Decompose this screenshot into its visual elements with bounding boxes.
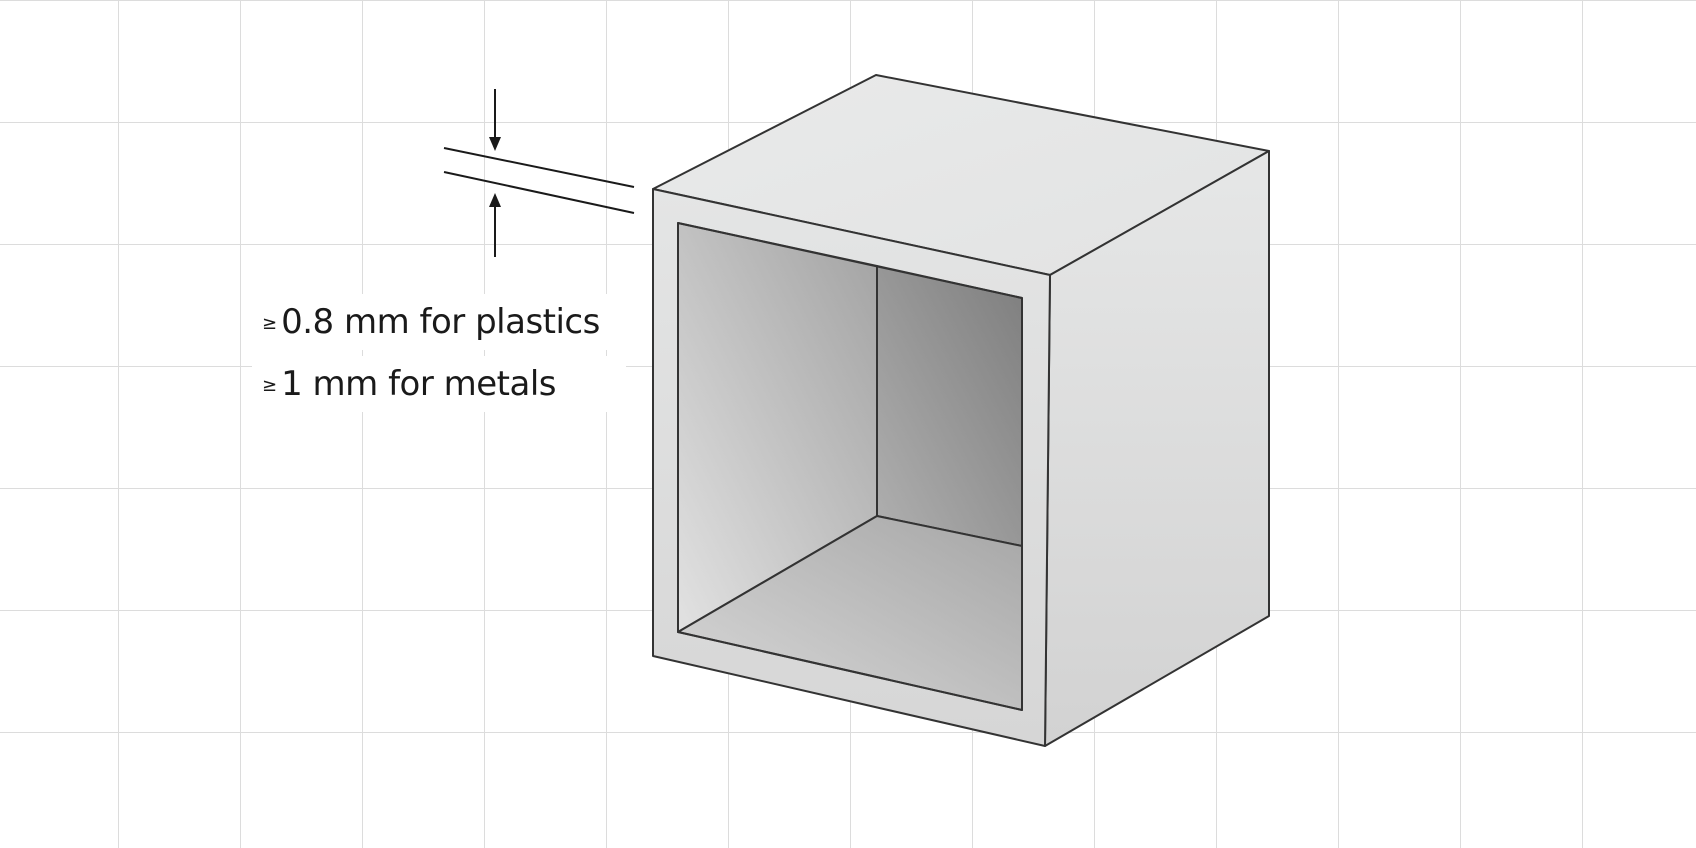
box-interior <box>677 222 1023 711</box>
greater-equal-symbol: ≥ <box>262 374 278 396</box>
interior-opening-outline <box>677 222 1023 711</box>
arrow-up-icon <box>489 193 501 207</box>
wall-thickness-dimension <box>443 89 635 257</box>
dimension-extension-line-top <box>443 147 635 188</box>
arrow-down-icon <box>489 137 501 151</box>
metals-thickness-text: 1 mm for metals <box>281 364 557 404</box>
label-plastics: ≥ 0.8 mm for plastics <box>252 294 626 350</box>
plastics-thickness-text: 0.8 mm for plastics <box>281 302 600 342</box>
interior-back-wall <box>876 265 1023 547</box>
label-metals: ≥ 1 mm for metals <box>252 356 626 412</box>
greater-equal-symbol: ≥ <box>262 312 278 334</box>
dimension-extension-line-bottom <box>443 171 635 214</box>
